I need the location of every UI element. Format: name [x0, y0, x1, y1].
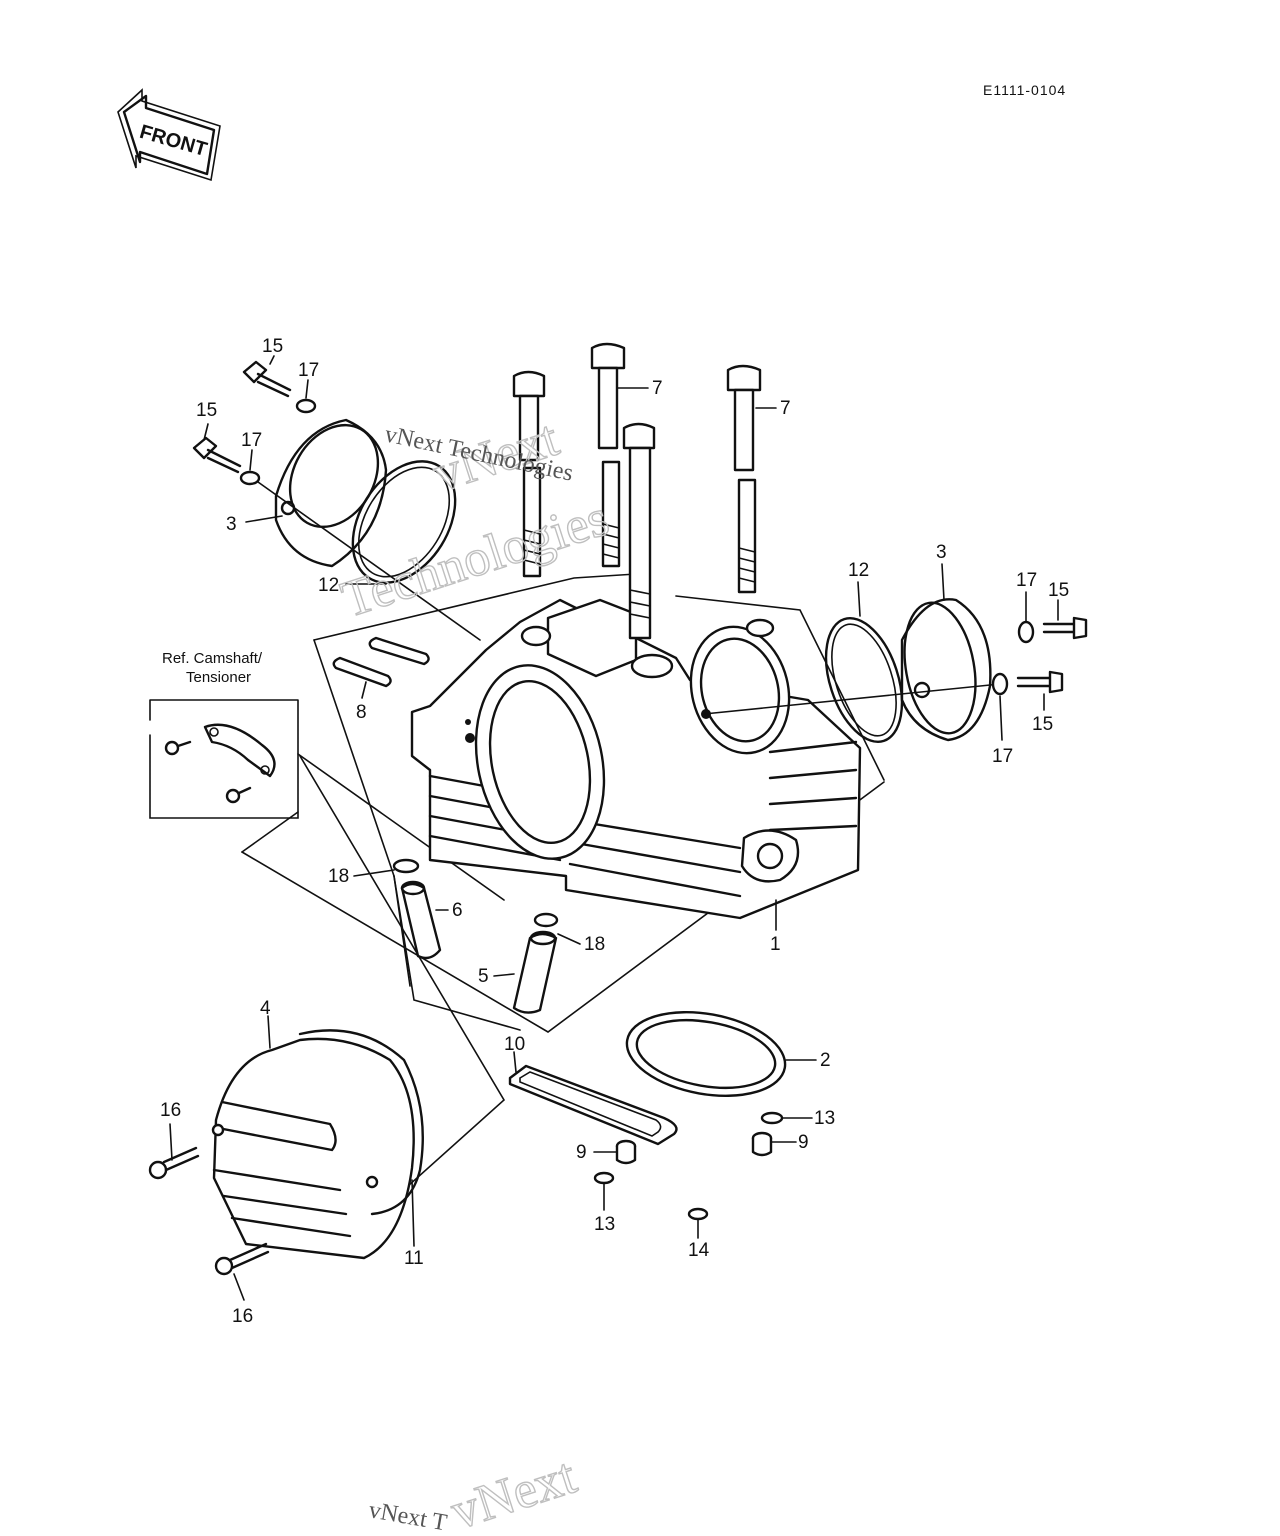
bolt-icon — [242, 360, 292, 398]
bolt-icon — [148, 1146, 200, 1180]
dowel-icon — [751, 1131, 773, 1157]
tensioner-bolt-icon — [164, 740, 192, 756]
bolt-icon — [1016, 670, 1064, 694]
valve-guide-icon — [512, 930, 558, 1014]
callout-15: 15 — [1048, 580, 1069, 601]
tensioner-guide-icon — [203, 723, 276, 778]
o-ring-gasket-icon — [824, 617, 904, 743]
callout-5: 5 — [478, 966, 489, 987]
callout-18: 18 — [584, 934, 605, 955]
callout-17: 17 — [992, 746, 1013, 767]
callout-17: 17 — [1016, 570, 1037, 591]
callout-2: 2 — [820, 1050, 831, 1071]
callout-10: 10 — [504, 1034, 525, 1055]
stud-bolt-icon — [512, 370, 546, 578]
callout-labels: 15 17 15 17 3 7 7 12 8 12 3 17 15 15 17 … — [160, 336, 1069, 1327]
camshaft-cap-right — [900, 598, 992, 742]
dowel-pin-icon — [332, 636, 430, 688]
callout-6: 6 — [452, 900, 463, 921]
dowel-icon — [615, 1139, 637, 1165]
o-ring-icon — [533, 912, 559, 928]
stud-bolt-icon — [726, 364, 762, 594]
o-ring-large-icon — [625, 1011, 787, 1097]
washer-icon — [239, 470, 261, 486]
o-ring-icon — [593, 1171, 615, 1185]
callout-9: 9 — [798, 1132, 809, 1153]
callout-15: 15 — [1032, 714, 1053, 735]
washer-icon — [991, 672, 1009, 696]
washer-icon — [295, 398, 317, 414]
o-ring-icon — [760, 1111, 784, 1125]
o-ring-icon — [392, 858, 420, 874]
callout-7: 7 — [780, 398, 791, 419]
callout-leaders — [169, 355, 1059, 1301]
bolt-icon — [192, 436, 242, 474]
callout-13: 13 — [814, 1108, 835, 1129]
camshaft-cap-left — [274, 418, 388, 568]
callout-17: 17 — [298, 360, 319, 381]
callout-8: 8 — [356, 702, 367, 723]
callout-12: 12 — [848, 560, 869, 581]
o-ring-icon — [687, 1207, 709, 1221]
bolt-icon — [1042, 616, 1088, 640]
callout-3: 3 — [936, 542, 947, 563]
callout-1: 1 — [770, 934, 781, 955]
callout-12: 12 — [318, 575, 339, 596]
watermark-bottom-1: vNext — [444, 1447, 583, 1536]
diagram-code: E1111-0104 — [983, 82, 1066, 98]
ref-box-line2: Tensioner — [186, 669, 251, 686]
watermark-bottom-2: vNext T — [367, 1497, 450, 1536]
stud-bolt-icon — [622, 422, 656, 640]
washer-icon — [1017, 620, 1035, 644]
bolt-icon — [214, 1242, 270, 1276]
callout-15: 15 — [262, 336, 283, 357]
callout-7: 7 — [652, 378, 663, 399]
cover-gasket-icon — [298, 1029, 424, 1216]
callout-11: 11 — [404, 1248, 424, 1269]
stud-bolt-icon — [590, 342, 626, 568]
gasket-icon — [508, 1064, 678, 1146]
tensioner-bolt-icon — [225, 786, 252, 804]
front-arrow-icon: FRONT — [117, 88, 221, 182]
valve-guide-icon — [400, 880, 442, 960]
callout-16: 16 — [232, 1306, 253, 1327]
callout-16: 16 — [160, 1100, 181, 1121]
callout-15: 15 — [196, 400, 217, 421]
callout-14: 14 — [688, 1240, 710, 1261]
callout-3: 3 — [226, 514, 237, 535]
o-ring-gasket-icon — [351, 460, 457, 584]
callout-9: 9 — [576, 1142, 587, 1163]
callout-13: 13 — [594, 1214, 615, 1235]
callout-17: 17 — [241, 430, 262, 451]
ref-camshaft-tensioner-box: Ref. Camshaft/ Tensioner — [149, 650, 299, 819]
head-cover — [211, 1037, 415, 1260]
ref-box-line1: Ref. Camshaft/ — [162, 650, 263, 667]
cylinder-head — [410, 598, 862, 920]
callout-18: 18 — [328, 866, 349, 887]
callout-4: 4 — [260, 998, 271, 1019]
